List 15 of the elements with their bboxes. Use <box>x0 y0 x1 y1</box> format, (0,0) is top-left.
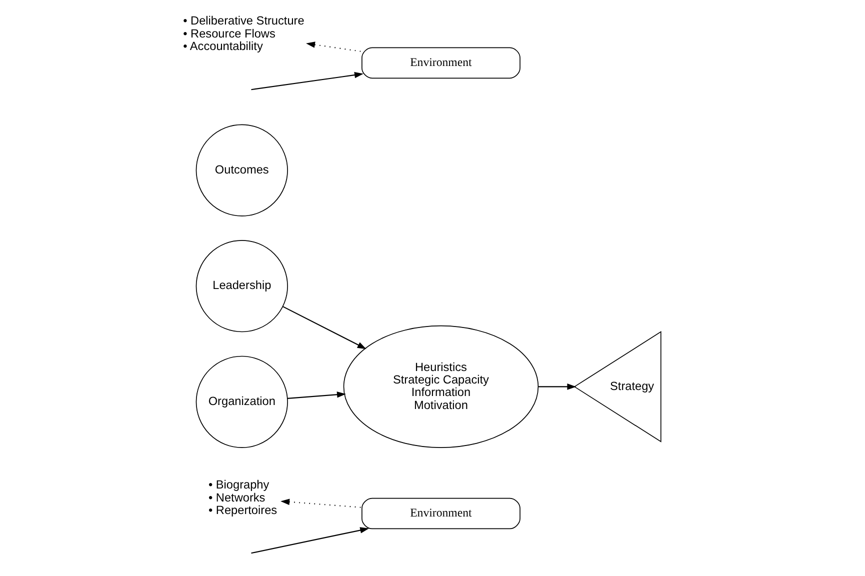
arrow <box>286 392 346 399</box>
node-circle: Leadership <box>195 240 288 332</box>
node-ellipse: Heuristics Strategic Capacity Information Motivation <box>342 325 538 448</box>
node-circle: Outcomes <box>195 124 288 216</box>
node-circle: Organization <box>195 356 288 448</box>
arrow <box>250 72 363 90</box>
node-text: • Deliberative Structure • Resource Flows • Accountability <box>182 14 304 53</box>
arrow <box>280 498 362 508</box>
arrow <box>538 384 576 390</box>
arrow <box>306 42 362 52</box>
node-text: • Biography • Networks • Repertoires <box>208 478 277 518</box>
node-box: Environment <box>361 498 520 530</box>
node-box: Environment <box>361 47 520 79</box>
arrow <box>282 306 366 350</box>
arrow <box>250 527 369 554</box>
